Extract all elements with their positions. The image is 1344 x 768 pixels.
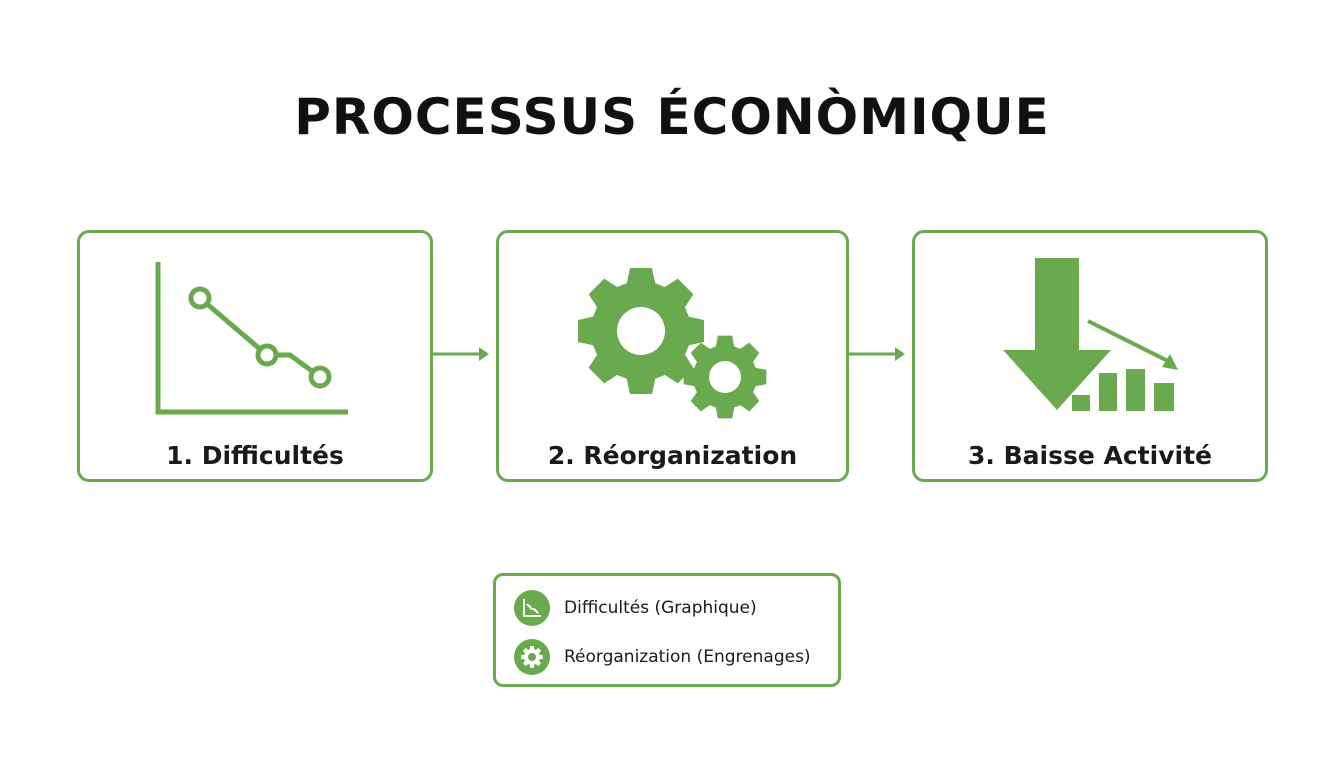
legend: Difficultés (Graphique) Réorganization (… (493, 573, 841, 687)
step-card-reorganization: 2. Réorganization (496, 230, 849, 482)
gears-icon (577, 267, 767, 419)
gear-icon (514, 639, 550, 675)
step-label: 1. Difficultés (166, 441, 344, 470)
line-chart-icon (514, 590, 550, 626)
step-label: 2. Réorganization (547, 441, 798, 470)
legend-label: Difficultés (Graphique) (564, 598, 757, 618)
gear-shape (577, 267, 705, 395)
step-card-difficultes: 1. Difficultés (77, 230, 433, 482)
gear-shape (521, 646, 543, 668)
gear-shape (683, 335, 767, 419)
legend-label: Réorganization (Engrenages) (564, 647, 811, 667)
legend-item: Difficultés (Graphique) (514, 590, 757, 626)
arrow-right-icon (433, 347, 489, 361)
step-card-baisse-activite: 3. Baisse Activité (912, 230, 1268, 482)
declining-line-chart-icon (155, 262, 348, 415)
diagram-title: PROCESSUS ÉCONÒMIQUE (294, 88, 1050, 146)
step-label: 3. Baisse Activité (968, 441, 1212, 470)
arrow-right-icon (849, 347, 905, 361)
down-arrow-bar-chart-icon (1003, 258, 1178, 411)
legend-item: Réorganization (Engrenages) (514, 639, 811, 675)
